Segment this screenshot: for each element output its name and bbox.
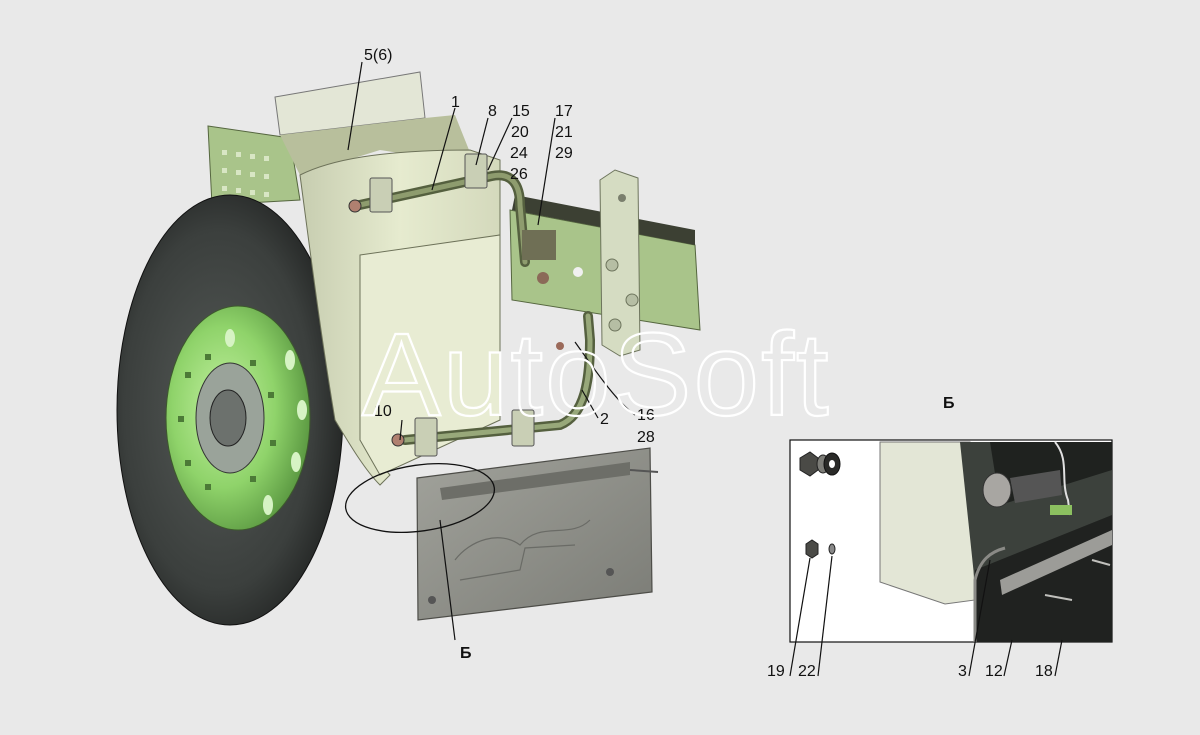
detail-callouts: 19 22 3 12 18 — [767, 663, 1053, 680]
detail-b-ellipse — [344, 463, 496, 533]
main-view: 5(6) 1 8 15 20 24 26 17 21 29 10 2 16 28… — [116, 47, 701, 662]
watermark-text: AutoSoft — [362, 309, 831, 441]
callout-19: 19 — [767, 663, 785, 680]
callout-1: 1 — [451, 94, 460, 111]
main-leader-lines — [347, 61, 636, 641]
callout-5-6: 5(6) — [364, 47, 392, 64]
callout-8: 8 — [488, 103, 497, 120]
main-callouts: 5(6) 1 8 15 20 24 26 17 21 29 10 2 16 28… — [364, 47, 655, 662]
mudflap — [416, 447, 659, 621]
upper-tube — [348, 153, 556, 267]
callout-3: 3 — [958, 663, 967, 680]
callout-15: 15 — [512, 103, 530, 120]
detail-hardware — [799, 451, 841, 559]
callout-20: 20 — [511, 124, 529, 141]
callout-22: 22 — [798, 663, 816, 680]
callout-17: 17 — [555, 103, 573, 120]
detail-leader-lines — [789, 555, 1063, 677]
detail-view: Б — [767, 395, 1113, 680]
frame-bracket — [599, 169, 641, 357]
fender — [274, 71, 501, 486]
callout-28: 28 — [637, 429, 655, 446]
callout-2: 2 — [600, 411, 609, 428]
detail-marker-b: Б — [460, 645, 472, 662]
callout-12: 12 — [985, 663, 1003, 680]
callout-24: 24 — [510, 145, 528, 162]
callout-16: 16 — [637, 407, 655, 424]
callout-18: 18 — [1035, 663, 1053, 680]
wheel — [116, 194, 344, 626]
callout-21: 21 — [555, 124, 573, 141]
callout-10: 10 — [374, 403, 392, 420]
callout-26: 26 — [510, 166, 528, 183]
detail-title: Б — [943, 395, 955, 412]
detail-assembly — [879, 441, 1112, 642]
callout-29: 29 — [555, 145, 573, 162]
